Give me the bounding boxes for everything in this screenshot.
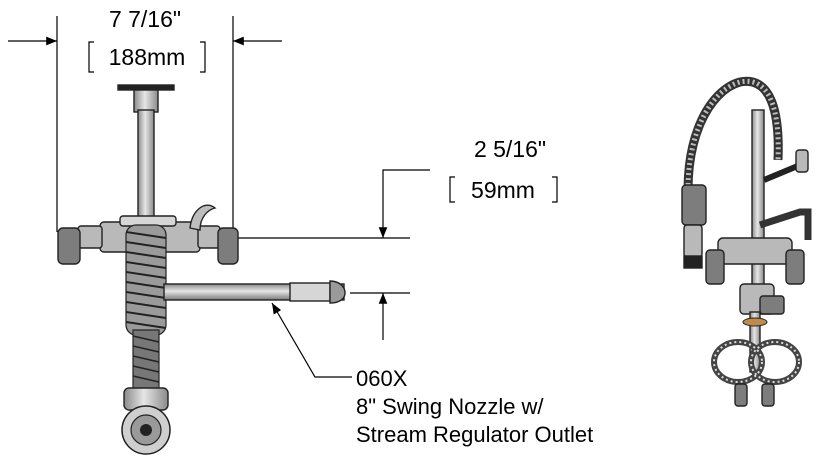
spring-coil xyxy=(125,224,167,336)
right-valve-stem xyxy=(197,225,221,249)
riser-pipe xyxy=(137,109,155,221)
height-arrow-top xyxy=(378,169,430,238)
spray-hook xyxy=(189,204,217,231)
callout-part-number: 060X xyxy=(356,366,408,391)
isometric-view-faucet xyxy=(681,76,812,407)
iso-supply-loop-right-coil xyxy=(750,341,800,383)
height-bracket-right xyxy=(552,176,558,203)
height-bracket-left xyxy=(449,176,455,203)
spray-head-face xyxy=(140,424,152,436)
height-imperial-label: 2 5/16" xyxy=(474,136,546,162)
iso-washer xyxy=(742,317,768,327)
iso-hook-bracket xyxy=(795,149,809,173)
iso-spray-nozzle xyxy=(683,224,703,258)
left-valve-stem xyxy=(77,225,103,249)
width-bracket-right xyxy=(200,41,206,73)
iso-mixing-body xyxy=(717,237,793,265)
nozzle-end-sleeve xyxy=(289,282,331,302)
riser-top-flange xyxy=(117,84,175,91)
callout-description-line2: Stream Regulator Outlet xyxy=(356,422,593,447)
stream-regulator-outlet xyxy=(329,280,346,304)
iso-lower-handle xyxy=(759,295,785,315)
front-view-faucet xyxy=(57,84,346,455)
height-metric-label: 59mm xyxy=(471,177,535,203)
width-metric-label: 188mm xyxy=(109,44,186,70)
height-dimension: 2 5/16" 59mm xyxy=(225,136,558,340)
iso-right-handle xyxy=(785,249,805,285)
iso-left-handle xyxy=(705,249,725,285)
iso-fitting-left xyxy=(734,383,748,407)
left-lever-handle xyxy=(57,227,81,265)
width-dimension: 7 7/16" 188mm xyxy=(8,6,282,232)
spray-hose xyxy=(132,329,160,391)
riser-cap xyxy=(133,89,159,113)
width-imperial-label: 7 7/16" xyxy=(109,6,181,32)
width-bracket-left xyxy=(88,41,94,73)
iso-riser xyxy=(751,109,765,311)
callout-description-line1: 8" Swing Nozzle w/ xyxy=(356,394,544,419)
right-lever-handle xyxy=(217,227,239,265)
iso-hose-arc xyxy=(683,76,783,221)
iso-side-arm xyxy=(762,162,802,183)
iso-fitting-right xyxy=(761,383,775,407)
iso-supply-loop-left-coil xyxy=(713,341,763,383)
iso-spray-head xyxy=(683,255,703,269)
iso-spray-valve xyxy=(681,184,707,226)
iso-swing-nozzle xyxy=(758,208,812,240)
callout-leader-line xyxy=(271,302,352,378)
nozzle-callout: 060X 8" Swing Nozzle w/ Stream Regulator… xyxy=(271,302,593,447)
